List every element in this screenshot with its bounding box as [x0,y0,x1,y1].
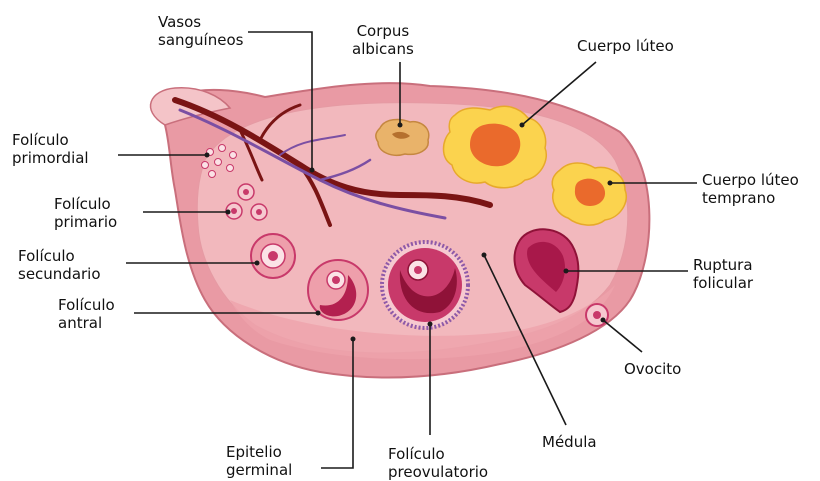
label-ovocito: Ovocito [624,360,681,378]
label-cuerpo-luteo: Cuerpo lúteo [577,37,674,55]
corpus-luteum [444,106,547,187]
secondary-follicle [251,234,295,278]
label-medula: Médula [542,433,597,451]
released-ovocyte [586,304,608,326]
preovulatory-follicle [382,242,468,328]
early-corpus-luteum [552,163,626,225]
